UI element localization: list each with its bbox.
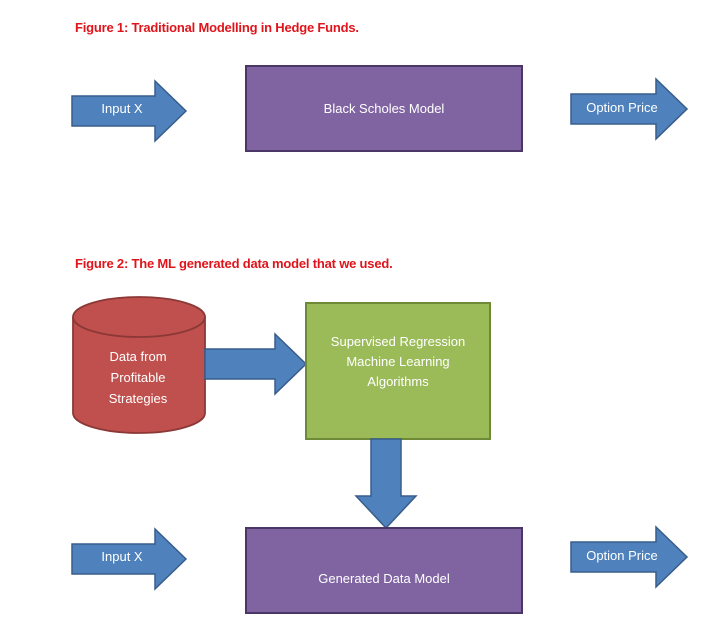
data-to-ml-arrow (204, 332, 308, 396)
database-icon (72, 296, 206, 434)
figure-2-output-label: Option Price (586, 548, 658, 563)
data-source-line-2: Profitable (110, 370, 166, 385)
figure-1-output-label: Option Price (586, 100, 658, 115)
black-scholes-model-label: Black Scholes Model (323, 100, 445, 116)
figure-1-input-arrow (71, 79, 188, 143)
figure-2-caption: Figure 2: The ML generated data model th… (75, 256, 393, 271)
ml-box-line-3: Algorithms (367, 374, 429, 389)
ml-box-line-2: Machine Learning (346, 354, 450, 369)
figure-2-output-arrow (570, 525, 689, 589)
data-source-line-1: Data from (109, 349, 167, 364)
data-source-label: Data from Profitable Strategies (72, 346, 204, 409)
figure-1-output-arrow (570, 77, 689, 141)
ml-algorithms-box: Supervised Regression Machine Learning A… (305, 302, 491, 440)
ml-box-line-1: Supervised Regression (330, 334, 466, 349)
ml-to-model-arrow (354, 438, 418, 530)
figure-1-input-label: Input X (101, 101, 143, 116)
generated-data-model-box: Generated Data Model (245, 527, 523, 614)
data-source-line-3: Strategies (108, 391, 168, 406)
figure-1-caption: Figure 1: Traditional Modelling in Hedge… (75, 20, 359, 35)
figure-2-input-arrow (71, 527, 188, 591)
generated-data-model-label: Generated Data Model (318, 571, 450, 586)
figure-2-input-label: Input X (101, 549, 143, 564)
black-scholes-model-box: Black Scholes Model (245, 65, 523, 152)
